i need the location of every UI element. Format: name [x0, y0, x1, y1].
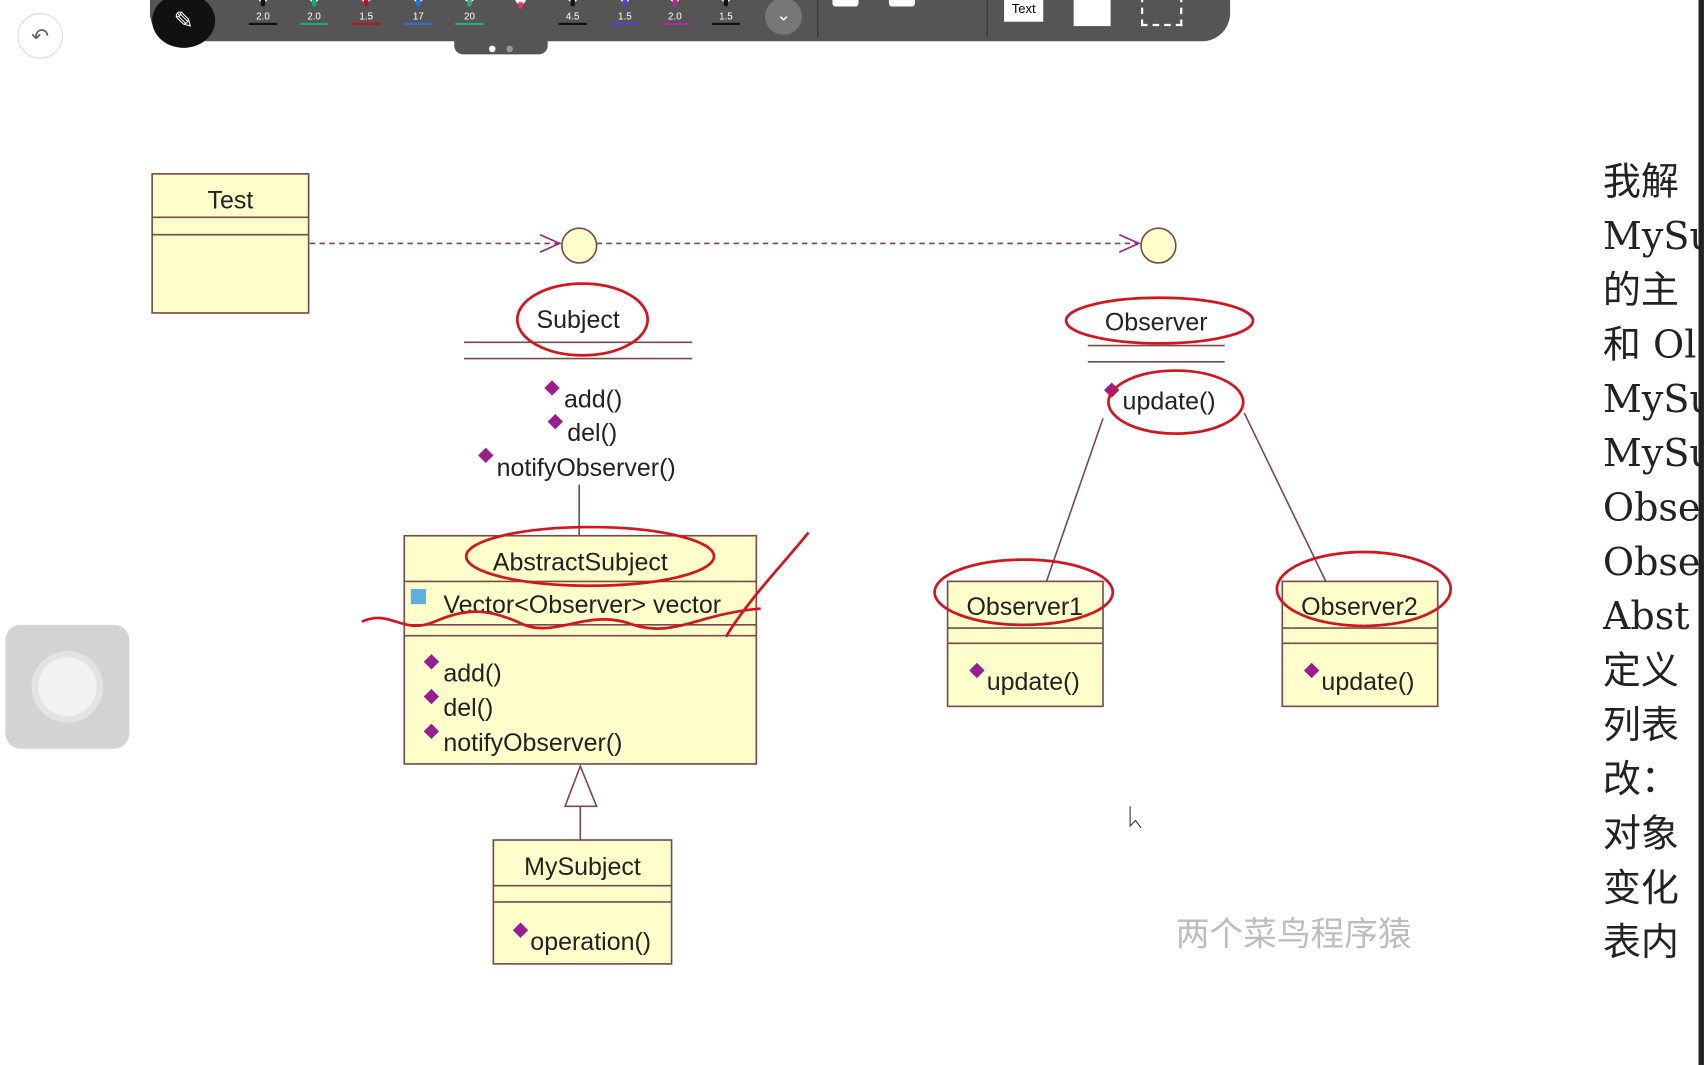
pen-size-label: 4.5: [565, 10, 580, 22]
shape-tool[interactable]: [888, 0, 916, 7]
pen-8[interactable]: 1.5: [610, 0, 639, 26]
image-tool-icon[interactable]: [1073, 0, 1111, 27]
side-text-line: 我解: [1602, 160, 1679, 205]
class-name: Observer1: [966, 593, 1083, 621]
method: update(): [987, 668, 1080, 696]
pen-toolbar: ✎ 2.0 2.0 1.5 17 20 4.5 1.5 2.0 1.5 ⌄ Text: [149, 0, 1231, 48]
select-tool-icon[interactable]: [1141, 0, 1183, 27]
side-text-line: 的主: [1602, 269, 1679, 313]
side-text-line: 和 Ol: [1602, 323, 1697, 368]
assistive-touch-button[interactable]: [5, 624, 130, 749]
method: notifyObserver(): [497, 454, 676, 482]
pen-9[interactable]: 2.0: [660, 0, 689, 26]
undo-button[interactable]: ↶: [17, 13, 64, 59]
class-name: Observer2: [1301, 593, 1418, 621]
text-tool[interactable]: Text: [1004, 0, 1044, 22]
watermark: 两个菜鸟程序猿: [1175, 915, 1412, 954]
class-name: Observer: [1105, 308, 1208, 336]
method: operation(): [530, 928, 651, 956]
pen-4[interactable]: 17: [404, 0, 433, 26]
method: del(): [443, 694, 493, 722]
pen-size-label: 2.0: [307, 10, 321, 22]
side-text-line: 表内: [1602, 921, 1679, 965]
pen-size-label: 17: [412, 10, 424, 22]
method: del(): [567, 419, 617, 447]
red-annotations: [361, 282, 1453, 638]
side-text-panel: 我解MySul的主和 OlMySulMySulObseObseAbst定义列表改…: [1603, 155, 1699, 970]
side-text-line: Abst: [1602, 595, 1690, 639]
pen-size-label: 2.0: [668, 10, 682, 22]
side-text-line: 列表: [1602, 704, 1679, 748]
pen-1[interactable]: 2.0: [248, 0, 278, 26]
side-text-line: 改：: [1602, 758, 1679, 802]
side-text-line: MySul: [1602, 215, 1699, 259]
interface-observer-circle: [1140, 227, 1177, 264]
pen-3[interactable]: 1.5: [352, 0, 381, 26]
class-test: [151, 173, 310, 314]
pen-mode-button[interactable]: ✎: [152, 0, 216, 48]
interface-subject-circle: [561, 227, 598, 264]
attribute: Vector<Observer> vector: [443, 591, 721, 619]
class-name: MySubject: [524, 853, 641, 881]
class-abstract-subject: [403, 534, 758, 765]
pen-5[interactable]: 20: [455, 0, 484, 26]
side-text-line: Obse: [1602, 541, 1699, 585]
pen-size-label: 1.5: [618, 10, 632, 22]
method: add(): [443, 659, 501, 687]
class-name: Subject: [536, 306, 619, 334]
expand-pens-button[interactable]: ⌄: [765, 0, 802, 35]
method: update(): [1123, 388, 1216, 416]
pen-2[interactable]: 2.0: [299, 0, 329, 26]
toolbar-pager[interactable]: [454, 39, 548, 55]
class-name: AbstractSubject: [493, 549, 668, 577]
pen-7[interactable]: 4.5: [558, 0, 587, 26]
divider: [986, 0, 988, 37]
method: update(): [1321, 668, 1414, 696]
pen-6[interactable]: [511, 0, 531, 28]
side-text-line: 变化: [1602, 867, 1679, 911]
method: notifyObserver(): [443, 729, 622, 757]
page-dot-active[interactable]: [489, 45, 496, 53]
pen-size-label: 2.0: [256, 10, 270, 22]
right-edge-bar: [1698, 0, 1704, 1065]
side-text-line: 对象: [1602, 812, 1679, 857]
pen-10[interactable]: 1.5: [711, 0, 741, 26]
pen-size-label: 1.5: [719, 10, 733, 22]
method: add(): [564, 386, 622, 414]
side-text-line: MySul: [1602, 432, 1699, 476]
pen-size-label: 1.5: [359, 10, 374, 22]
side-text-line: MySul: [1602, 378, 1699, 422]
eraser-tool[interactable]: [832, 0, 859, 7]
side-text-line: Obse: [1602, 486, 1699, 531]
pen-size-label: 20: [464, 10, 475, 22]
mouse-cursor-icon: [1129, 806, 1142, 829]
divider: [817, 0, 819, 37]
attribute-lock-icon: [410, 588, 426, 605]
side-text-line: 定义: [1602, 649, 1679, 694]
class-name: Test: [207, 187, 253, 215]
page-dot[interactable]: [506, 45, 513, 53]
undo-icon: ↶: [31, 24, 50, 49]
